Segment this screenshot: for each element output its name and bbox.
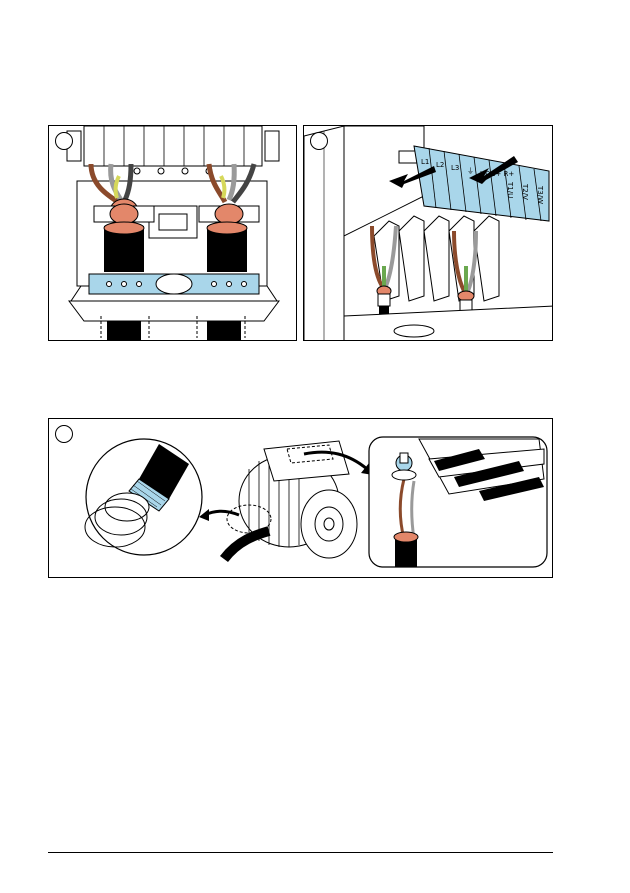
terminal-label-t1u: T1/U bbox=[506, 181, 514, 198]
figure-panel-terminal-connection: L1 L2 L3 ⏚ UDC+ R+ T1/U T2/V T3/W bbox=[303, 125, 553, 341]
terminal-connection-drawing: L1 L2 L3 ⏚ UDC+ R+ T1/U T2/V T3/W bbox=[304, 126, 553, 341]
cable-clamp-drawing bbox=[49, 126, 297, 341]
figure-panel-motor-grounding bbox=[48, 418, 553, 578]
terminal-label-l3: L3 bbox=[451, 164, 459, 172]
step-marker-c bbox=[55, 425, 73, 443]
footer-rule bbox=[48, 852, 553, 853]
terminal-label-l1: L1 bbox=[421, 158, 429, 166]
step-marker-a bbox=[55, 132, 73, 150]
terminal-label-t2v: T2/V bbox=[521, 183, 529, 200]
terminal-label-pe: ⏚ bbox=[467, 167, 474, 175]
terminal-label-l2: L2 bbox=[436, 161, 444, 169]
motor-grounding-drawing bbox=[49, 419, 553, 578]
step-marker-b bbox=[310, 132, 328, 150]
terminal-label-t3w: T3/W bbox=[536, 185, 544, 204]
figure-panel-cable-clamps bbox=[48, 125, 297, 341]
